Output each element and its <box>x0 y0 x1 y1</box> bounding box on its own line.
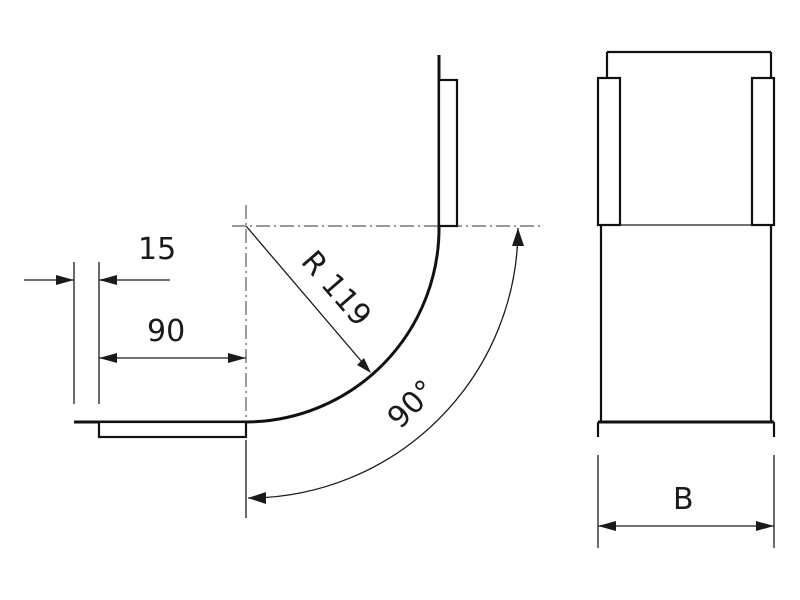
angle-arrowhead-bottom <box>248 492 266 504</box>
offset-arrowhead-left <box>56 275 74 285</box>
horizontal-leg-plate <box>97 420 248 439</box>
bend-profile-line <box>74 55 441 424</box>
width-arrowhead-left <box>598 521 616 531</box>
angle-arrowhead-top <box>512 228 524 246</box>
front-right-plate <box>750 76 776 227</box>
radius-label: R 119 <box>294 244 378 333</box>
side-view: 15 90 R 119 90° <box>24 55 540 518</box>
angle-dimension-arc <box>247 227 519 499</box>
length-label: 90 <box>147 314 185 349</box>
radius-arrowhead <box>357 358 371 373</box>
front-view: B <box>596 50 776 548</box>
offset-arrowhead-right <box>99 275 117 285</box>
front-left-plate <box>596 76 622 227</box>
length-arrowhead-left <box>99 353 117 363</box>
vertical-leg-plate <box>437 78 459 228</box>
angle-label: 90° <box>381 373 443 435</box>
width-arrowhead-right <box>756 521 774 531</box>
length-arrowhead-right <box>228 353 246 363</box>
offset-label: 15 <box>138 232 176 267</box>
width-label: B <box>673 482 694 517</box>
radius-leader-line <box>245 225 369 370</box>
